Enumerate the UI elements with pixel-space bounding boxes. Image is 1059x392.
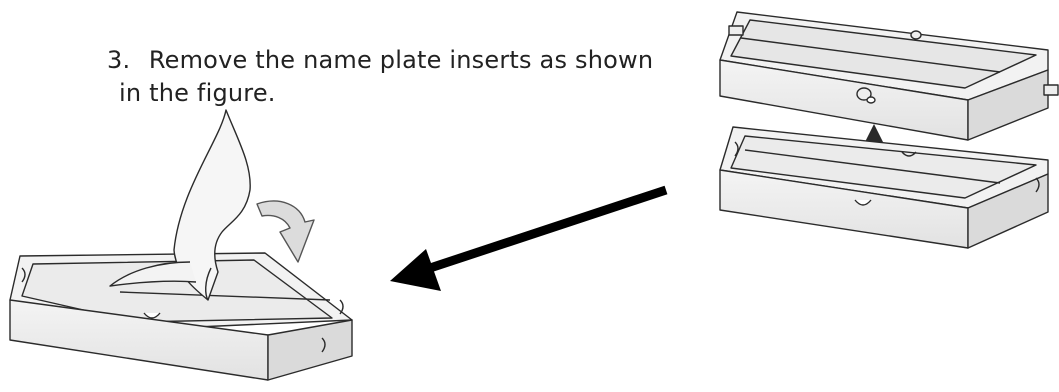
curl-arrow-icon (256, 200, 315, 263)
instruction-step: 3. Remove the name plate inserts as show… (107, 44, 707, 110)
direction-arrow-icon (390, 185, 668, 291)
step-number: 3. (107, 46, 131, 74)
instruction-line-1: 3. Remove the name plate inserts as show… (107, 44, 707, 77)
instruction-text-1: Remove the name plate inserts as shown (148, 46, 654, 74)
instruction-text-2: in the figure. (119, 79, 276, 107)
empty-tray-figure (719, 126, 1049, 249)
name-plate-insert-figure (719, 11, 1059, 141)
peeling-insert-figure (9, 109, 353, 381)
